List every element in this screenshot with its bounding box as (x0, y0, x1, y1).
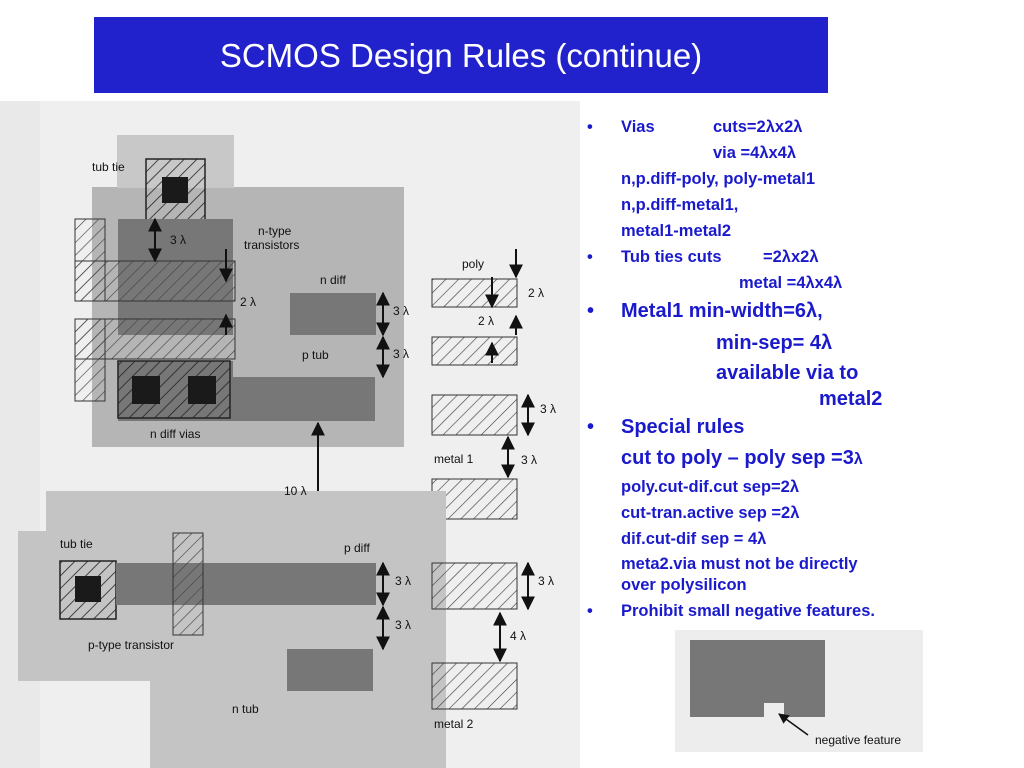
p-diff-active (116, 563, 376, 605)
poly-gate-lower-left (74, 318, 106, 402)
p-transistor-poly (172, 532, 204, 636)
label-n-type-2: transistors (244, 238, 299, 252)
tub-tie-bottom-cut (75, 576, 101, 602)
special-line1-text: cut to poly – poly sep =3 (621, 447, 854, 469)
label-dim-4l: 4 λ (510, 629, 526, 643)
label-tub-tie-top: tub tie (92, 160, 125, 174)
label-n-diff-vias: n diff vias (150, 427, 200, 441)
special-line5: meta2.via must not be directly (621, 555, 858, 573)
negative-feature-inset: negative feature (675, 630, 923, 752)
vias-line5-text: metal1-metal2 (621, 222, 732, 240)
label-p-tub: p tub (302, 348, 329, 362)
label-n-tub: n tub (232, 702, 259, 716)
special-head: Special rules (621, 416, 745, 438)
label-n-diff: n diff (320, 273, 346, 287)
label-dim-3l-d: 3 λ (540, 402, 556, 416)
label-dim-3l-e: 3 λ (521, 453, 537, 467)
metal1-sample-2 (431, 478, 518, 520)
n-diff-via-cut-2 (188, 376, 216, 404)
label-poly: poly (462, 257, 484, 271)
p-diff-lower-rect (287, 649, 373, 691)
negative-feature-shape (690, 640, 825, 717)
metal2-sample-1 (431, 562, 518, 610)
label-dim-2l-c: 2 λ (478, 314, 494, 328)
poly-sample-1 (431, 278, 518, 308)
prohibit-text: Prohibit small negative features. (621, 602, 875, 620)
tub-metal: metal =4λx4λ (739, 274, 843, 292)
label-p-type: p-type transistor (88, 638, 174, 652)
special-line6: over polysilicon (621, 576, 747, 594)
label-n-type-1: n-type (258, 224, 292, 238)
special-line1: cut to poly – poly sep =3λ (621, 447, 863, 470)
special-line4: dif.cut-dif sep = 4λ (621, 530, 767, 548)
label-negative-feature: negative feature (815, 733, 901, 747)
metal1-line2: min-sep= 4λ (716, 332, 833, 354)
n-diff-rect (290, 293, 376, 335)
label-dim-2l-b: 2 λ (528, 286, 544, 300)
metal1-sample-1 (431, 394, 518, 436)
bullet-dot: • (587, 248, 593, 266)
label-tub-tie-bottom: tub tie (60, 537, 93, 551)
metal2-sample-2 (431, 662, 518, 710)
metal1-line1: Metal1 min-width=6λ, (621, 300, 823, 322)
label-dim-3l-h: 3 λ (538, 574, 554, 588)
label-p-diff: p diff (344, 541, 370, 555)
label-dim-3l-g: 3 λ (395, 618, 411, 632)
poly-sample-2 (431, 336, 518, 366)
vias-cuts: cuts=2λx2λ (713, 118, 803, 136)
poly-gate-upper-left (74, 218, 106, 302)
bullet-dot: • (587, 602, 593, 620)
label-dim-10l: 10 λ (284, 484, 307, 498)
n-diff-extension (233, 377, 375, 421)
metal1-line3: available via to (716, 362, 859, 384)
tub-tie-top-cut (162, 177, 188, 203)
metal1-line4: metal2 (819, 388, 883, 410)
label-dim-3l-c: 3 λ (393, 347, 409, 361)
bullet-dot: • (587, 118, 593, 136)
label-metal1: metal 1 (434, 452, 474, 466)
vias-line3-text: n,p.diff-poly, poly-metal1 (621, 170, 816, 188)
label-metal2: metal 2 (434, 717, 474, 731)
vias-head: Vias (621, 118, 655, 136)
label-dim-3l-b: 3 λ (393, 304, 409, 318)
negative-feature-arrow (778, 713, 809, 736)
tub-cuts: =2λx2λ (763, 248, 819, 266)
special-line2: poly.cut-dif.cut sep=2λ (621, 478, 800, 496)
label-dim-2l-a: 2 λ (240, 295, 256, 309)
vias-via: via =4λx4λ (713, 144, 797, 162)
title-bar: SCMOS Design Rules (continue) (94, 17, 828, 93)
label-dim-3l-f: 3 λ (395, 574, 411, 588)
bullet-dot: • (587, 300, 595, 322)
special-line3: cut-tran.active sep =2λ (621, 504, 800, 522)
slide-title: SCMOS Design Rules (continue) (219, 37, 703, 74)
n-diff-via-cut-1 (132, 376, 160, 404)
label-dim-3l-a: 3 λ (170, 233, 186, 247)
vias-line4-text: n,p.diff-metal1, (621, 196, 739, 214)
tub-head: Tub ties cuts (621, 248, 722, 266)
design-rules-figure: tub tie n-type transistors 3 λ 2 λ n dif… (0, 101, 580, 768)
bullet-dot: • (587, 416, 595, 438)
special-lambda: λ (853, 451, 863, 468)
